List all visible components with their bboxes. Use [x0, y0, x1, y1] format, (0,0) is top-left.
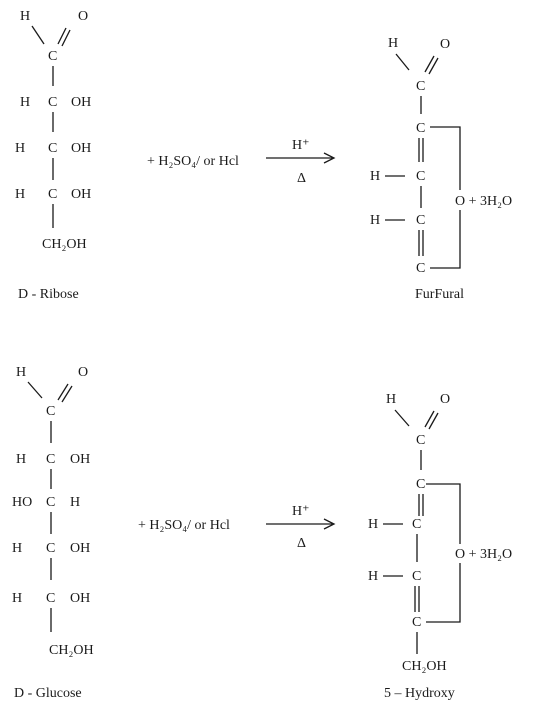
glucose-structure: H O C H C OH HO C H H C OH H C OH CH₂OH … — [12, 365, 94, 701]
ribose-row1-c: C — [48, 95, 57, 110]
ribose-formyl-o: O — [78, 9, 88, 24]
ribose-row1-right: OH — [71, 95, 91, 110]
hmf-ring-c4: C — [412, 615, 421, 630]
ribose-row3-c: C — [48, 187, 57, 202]
ribose-name: D - Ribose — [18, 287, 79, 302]
hmf-ring-h2: H — [368, 569, 378, 584]
furfural-ring-h1: H — [370, 169, 380, 184]
glucose-row3-left: H — [12, 541, 22, 556]
reaction1-arrow-top: H⁺ — [292, 138, 310, 153]
reaction1-arrow-bottom: Δ — [297, 171, 306, 186]
glucose-terminal: CH₂OH — [49, 643, 94, 658]
glucose-row3-c: C — [46, 541, 55, 556]
glucose-row3-right: OH — [70, 541, 90, 556]
ribose-row1-left: H — [20, 95, 30, 110]
hmf-byproduct: O + 3H₂O — [455, 547, 512, 562]
hmf-formyl-o: O — [440, 392, 450, 407]
hmf-ring-bond-upper — [426, 483, 461, 544]
hmf-name: 5 – Hydroxy — [384, 686, 455, 701]
furfural-ring-c1: C — [416, 121, 425, 136]
hmf-ring-c1: C — [416, 477, 425, 492]
glucose-formyl-h: H — [16, 365, 26, 380]
furfural-formyl-h: H — [388, 36, 398, 51]
ribose-structure: H O C H C OH H C OH H C OH CH₂OH D - Rib… — [15, 9, 91, 302]
glucose-row1-left: H — [16, 452, 26, 467]
hmf-h-bond — [394, 409, 410, 427]
hmf-formyl-c: C — [416, 433, 425, 448]
hmf-co-double-bond-a — [424, 410, 435, 428]
ribose-row3-left: H — [15, 187, 25, 202]
hmf-ring-c2: C — [412, 517, 421, 532]
ribose-terminal: CH₂OH — [42, 237, 87, 252]
reaction2-arrow-bottom: Δ — [297, 536, 306, 551]
reaction2-arrow-top: H⁺ — [292, 504, 310, 519]
glucose-row4-left: H — [12, 591, 22, 606]
furfural-co-double-bond-b — [428, 57, 439, 75]
glucose-co-double-bond-b — [61, 385, 73, 403]
glucose-formyl-o: O — [78, 365, 88, 380]
glucose-row1-c: C — [46, 452, 55, 467]
furfural-formyl-c: C — [416, 79, 425, 94]
glucose-row4-right: OH — [70, 591, 90, 606]
glucose-row2-left: HO — [12, 495, 32, 510]
hmf-terminal: CH₂OH — [402, 659, 447, 674]
glucose-row1-right: OH — [70, 452, 90, 467]
hydroxymethylfurfural-structure: H O C C H C H C C O + 3H₂O CH₂OH 5 – Hyd… — [368, 392, 512, 701]
hmf-ring-h1: H — [368, 517, 378, 532]
ribose-formyl-c: C — [48, 49, 57, 64]
furfural-ring-h2: H — [370, 213, 380, 228]
furfural-structure: H O C C H C H C C O + 3H₂O FurFural — [370, 36, 512, 302]
furfural-ring-bond-lower — [430, 210, 461, 269]
reaction1-arrowhead — [323, 152, 336, 164]
ribose-co-double-bond-a — [57, 27, 67, 45]
glucose-h-bond — [27, 381, 43, 399]
furfural-formyl-o: O — [440, 37, 450, 52]
hmf-ring-c3: C — [412, 569, 421, 584]
furfural-ring-bond-upper — [430, 126, 461, 190]
glucose-row2-right: H — [70, 495, 80, 510]
glucose-row2-c: C — [46, 495, 55, 510]
ribose-formyl-h: H — [20, 9, 30, 24]
glucose-co-double-bond-a — [57, 383, 69, 401]
reaction2-reagent: + H₂SO₄/ or Hcl — [138, 518, 230, 533]
ribose-row2-right: OH — [71, 141, 91, 156]
ribose-row2-c: C — [48, 141, 57, 156]
furfural-co-double-bond-a — [424, 55, 435, 73]
reaction1-reagent: + H₂SO₄/ or Hcl — [147, 154, 239, 169]
ribose-row3-right: OH — [71, 187, 91, 202]
hmf-formyl-h: H — [386, 392, 396, 407]
glucose-row4-c: C — [46, 591, 55, 606]
glucose-formyl-c: C — [46, 404, 55, 419]
ribose-co-double-bond-b — [61, 29, 71, 47]
reaction2-arrowhead — [323, 518, 336, 530]
furfural-ring-c3: C — [416, 213, 425, 228]
ribose-row2-left: H — [15, 141, 25, 156]
furfural-ring-c2: C — [416, 169, 425, 184]
hmf-ring-bond-lower — [426, 563, 461, 623]
glucose-name: D - Glucose — [14, 686, 82, 701]
ribose-h-bond — [31, 25, 45, 45]
furfural-byproduct: O + 3H₂O — [455, 194, 512, 209]
hmf-co-double-bond-b — [428, 412, 439, 430]
furfural-h-bond — [395, 53, 410, 71]
furfural-ring-c4: C — [416, 261, 425, 276]
furfural-name: FurFural — [415, 287, 464, 302]
